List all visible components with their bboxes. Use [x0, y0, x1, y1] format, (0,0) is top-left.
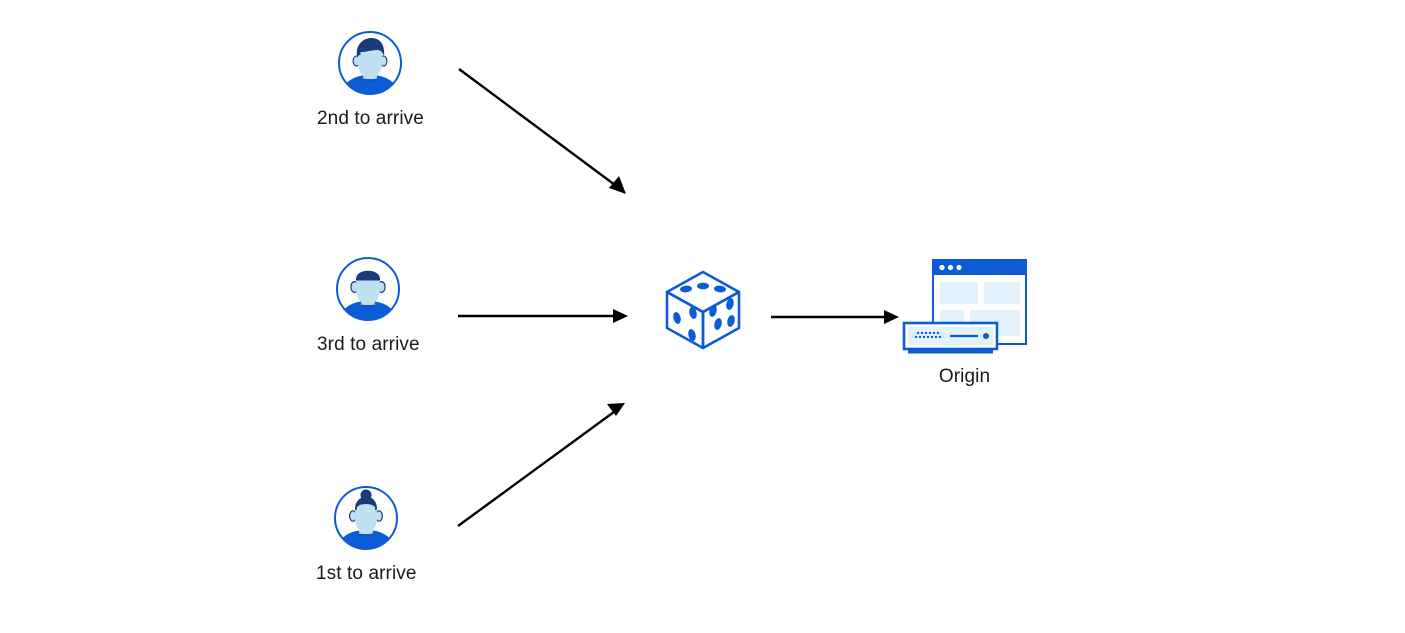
- client-label-3rd: 3rd to arrive: [317, 334, 420, 355]
- client-node-3rd[interactable]: 3rd to arrive: [317, 255, 420, 357]
- server-appliance: [902, 321, 999, 354]
- user-avatar-icon: [332, 484, 400, 552]
- arrow-2nd-to-dice: [458, 68, 626, 194]
- client-label-2nd: 2nd to arrive: [317, 108, 424, 129]
- client-node-1st[interactable]: 1st to arrive: [316, 484, 417, 586]
- origin-label: Origin: [938, 366, 991, 387]
- arrow-1st-to-dice: [457, 403, 625, 527]
- randomizer-node[interactable]: [660, 266, 746, 366]
- dice-icon: [660, 266, 746, 356]
- origin-server-icon: [902, 255, 1027, 355]
- client-node-2nd[interactable]: 2nd to arrive: [317, 29, 424, 131]
- user-avatar-icon: [336, 29, 404, 97]
- arrow-dice-to-origin: [771, 310, 899, 324]
- user-avatar-icon: [334, 255, 402, 323]
- arrow-3rd-to-dice: [458, 309, 628, 323]
- origin-node[interactable]: Origin: [902, 255, 1027, 389]
- client-label-1st: 1st to arrive: [316, 563, 417, 584]
